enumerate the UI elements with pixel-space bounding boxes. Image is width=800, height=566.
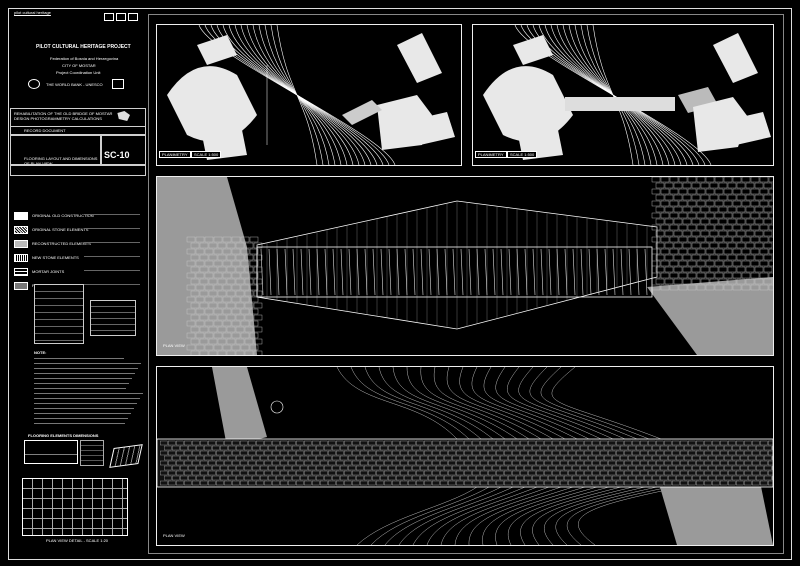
top-right-planimetry: PLANIMETRY SCALE 1:500 (472, 24, 774, 166)
legend-desc-4 (84, 270, 140, 271)
doc-type: RECORD DOCUMENT (24, 128, 66, 133)
legend-label-0: ORIGINAL OLD CONSTRUCTION (32, 213, 94, 218)
middle-caption: PLAN VIEW (163, 343, 185, 348)
legend-label-1: ORIGINAL STONE ELEMENTS (32, 227, 89, 232)
rehab-line-2: DESIGN PHOTOGRAMMETRY CALCULATIONS (14, 116, 102, 121)
note-line (34, 383, 129, 384)
notes-header: NOTE: (34, 350, 47, 355)
legend-label-4: MORTAR JOINTS (32, 269, 65, 274)
note-line (34, 368, 138, 369)
legend-swatch-1 (14, 226, 28, 234)
legend-label-2: RECONSTRUCTED ELEMENTS (32, 241, 91, 246)
drawing-title-line-2: OF PLAN VIEW (24, 161, 53, 166)
city-line: CITY OF MOSTAR (62, 63, 96, 68)
note-line (34, 373, 135, 374)
top-right-drawing (483, 25, 771, 165)
logo-icon-2 (116, 13, 126, 21)
legend-label-3: NEW STONE ELEMENTS (32, 255, 79, 260)
tr-tag-scale: SCALE 1:500 (507, 151, 538, 158)
legend-desc-3 (84, 256, 140, 257)
logo-icon-1 (104, 13, 114, 21)
note-line (34, 393, 143, 394)
middle-plan-drawing (157, 177, 773, 355)
brand-mark: pilot cultural heritage (14, 10, 51, 15)
note-line (34, 363, 141, 364)
sheet-border (8, 8, 792, 560)
legend-desc-2 (84, 242, 140, 243)
note-line (34, 388, 126, 389)
legend-swatch-4 (14, 268, 28, 276)
note-line (34, 378, 132, 379)
sponsors-line: THE WORLD BANK - UNESCO (46, 82, 103, 87)
legend-swatch-2 (14, 240, 28, 248)
plan-detail-frame (22, 478, 128, 536)
federation-line: Federation of Bosnia and Herzegovina (50, 56, 119, 61)
bottom-plan-drawing (157, 367, 773, 545)
middle-plan-panel: PLAN VIEW (156, 176, 774, 356)
note-line (34, 418, 128, 419)
sheet-code: SC-10 (104, 150, 130, 160)
drawing-title-line-1: FLOORING LAYOUT AND DIMENSIONS (24, 156, 98, 161)
legend-desc-0 (84, 214, 140, 215)
bottom-plan-panel: PLAN VIEW (156, 366, 774, 546)
legend-swatch-0 (14, 212, 28, 220)
note-line (34, 358, 124, 359)
logo-icon-3 (128, 13, 138, 21)
flooring-header: FLOORING ELEMENTS DIMENSIONS (28, 433, 99, 438)
bottom-caption: PLAN VIEW (163, 533, 185, 538)
sheet-code-cell (100, 134, 146, 166)
project-title: PILOT CULTURAL HERITAGE PROJECT (36, 44, 131, 50)
tr-tag-planimetry: PLANIMETRY (475, 151, 507, 158)
flooring-section-diagram (24, 440, 78, 464)
top-left-planimetry: PLANIMETRY SCALE 1:500 (156, 24, 462, 166)
note-line (34, 398, 140, 399)
tl-tag-scale: SCALE 1:500 (191, 151, 222, 158)
legend-swatch-3 (14, 254, 28, 262)
drawing-title-cell (10, 134, 102, 166)
legend-table (34, 284, 84, 344)
rehab-line-1: REHABILITATION OF THE OLD BRIDGE OF MOST… (14, 111, 113, 116)
note-line (34, 408, 134, 409)
note-line (34, 403, 137, 404)
unesco-logo-icon (112, 79, 124, 89)
tl-tag-planimetry: PLANIMETRY (159, 151, 191, 158)
note-line (34, 423, 125, 424)
world-bank-logo-icon (28, 79, 40, 89)
unit-line: Project Coordination Unit (56, 70, 101, 75)
doc-type-row (10, 126, 146, 136)
note-line (34, 413, 131, 414)
info-row (10, 164, 146, 176)
legend-table-2 (90, 300, 136, 336)
top-left-drawing (167, 25, 455, 165)
legend-desc-5 (84, 284, 140, 285)
bosnia-map-icon (117, 111, 130, 121)
plan-detail-caption: PLAN VIEW DETAIL - SCALE 1:20 (46, 538, 109, 543)
legend-desc-1 (84, 228, 140, 229)
inner-border (148, 14, 784, 554)
legend-swatch-5 (14, 282, 28, 290)
flooring-dimensions-table (80, 440, 104, 466)
